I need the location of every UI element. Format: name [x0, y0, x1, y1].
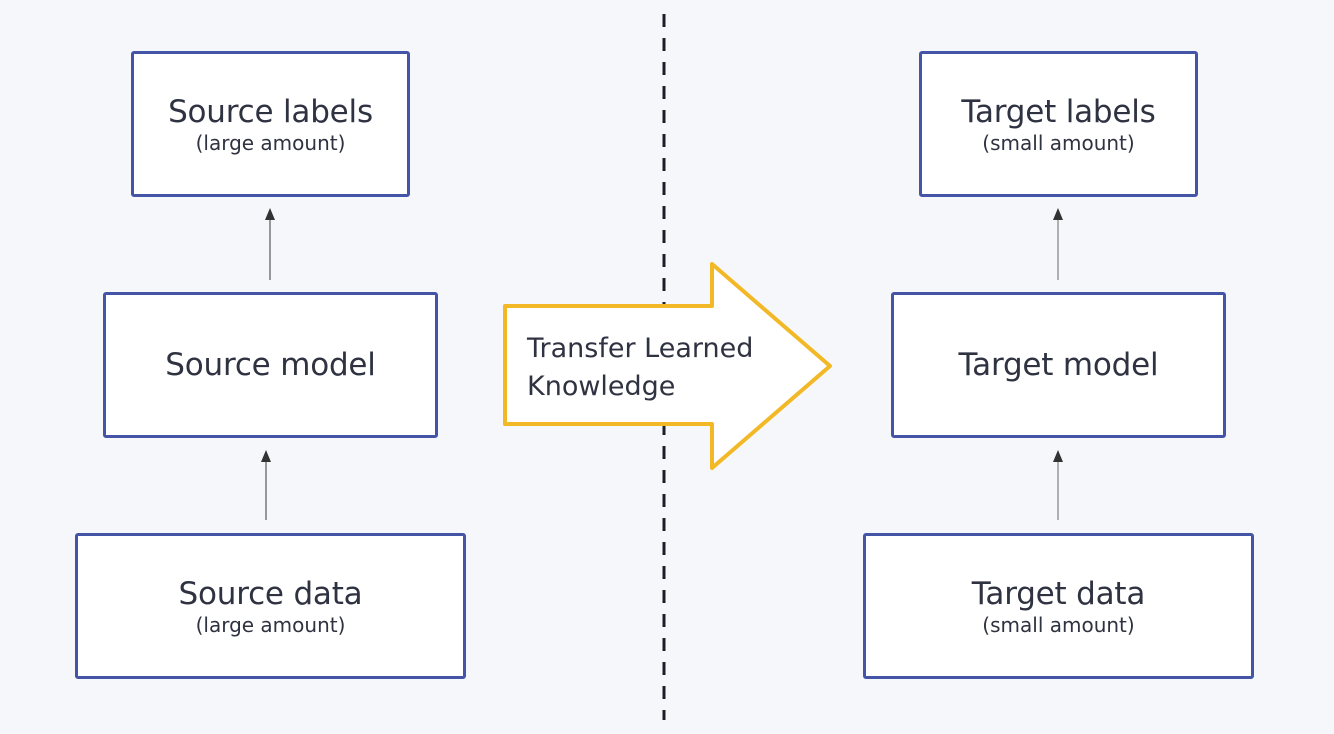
target-labels-title: Target labels — [961, 94, 1156, 130]
source-data-title: Source data — [178, 576, 363, 612]
source-labels-title: Source labels — [168, 94, 373, 130]
target-model-box: Target model — [891, 292, 1226, 438]
target-data-sub: (small amount) — [982, 613, 1135, 637]
flow-arrow-source-model-to-labels — [265, 208, 275, 280]
flow-arrow-source-data-to-model — [261, 450, 271, 520]
source-labels-box: Source labels (large amount) — [131, 51, 410, 197]
flow-arrow-target-model-to-labels — [1053, 208, 1063, 280]
source-data-sub: (large amount) — [195, 613, 346, 637]
source-data-box: Source data (large amount) — [75, 533, 466, 679]
source-model-box: Source model — [103, 292, 438, 438]
target-model-title: Target model — [958, 347, 1159, 383]
transfer-arrow-label: Transfer Learned Knowledge — [527, 330, 797, 406]
transfer-label-line1: Transfer Learned — [527, 333, 754, 364]
target-labels-box: Target labels (small amount) — [919, 51, 1198, 197]
flow-arrow-target-data-to-model — [1053, 450, 1063, 520]
transfer-arrow — [503, 262, 832, 470]
source-model-title: Source model — [165, 347, 376, 383]
transfer-label-line2: Knowledge — [527, 371, 676, 402]
target-data-title: Target data — [971, 576, 1146, 612]
source-labels-sub: (large amount) — [195, 131, 346, 155]
target-data-box: Target data (small amount) — [863, 533, 1254, 679]
target-labels-sub: (small amount) — [982, 131, 1135, 155]
